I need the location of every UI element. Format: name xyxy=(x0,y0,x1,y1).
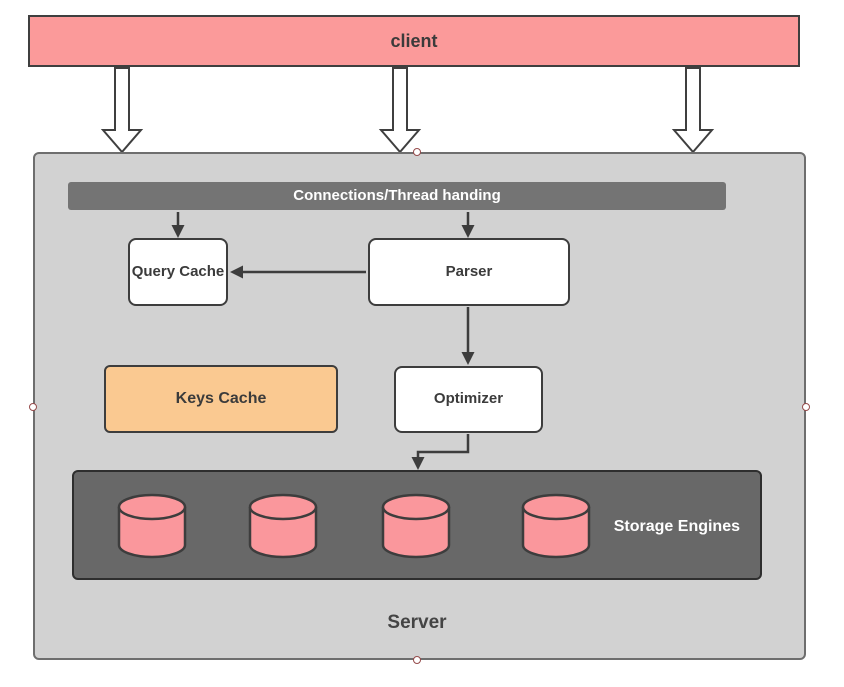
client-to-server-arrows xyxy=(100,67,715,154)
selection-handle-bottom[interactable] xyxy=(413,656,421,664)
client-node[interactable]: client xyxy=(28,15,800,67)
storage-engines-node[interactable]: Storage Engines xyxy=(72,470,762,580)
connections-thread-label: Connections/Thread handing xyxy=(293,186,501,204)
parser-node[interactable]: Parser xyxy=(368,238,570,306)
query-cache-label: Query Cache xyxy=(131,262,225,280)
down-arrow-icon[interactable] xyxy=(378,67,422,154)
down-arrow-icon[interactable] xyxy=(100,67,144,154)
storage-engines-label: Storage Engines xyxy=(613,518,740,535)
selection-handle-right[interactable] xyxy=(802,403,810,411)
selection-handle-top[interactable] xyxy=(413,148,421,156)
server-label: Server xyxy=(387,612,447,633)
parser-label: Parser xyxy=(445,262,493,280)
database-cylinder-icon xyxy=(381,493,451,559)
optimizer-label: Optimizer xyxy=(433,390,504,408)
keys-cache-node[interactable]: Keys Cache xyxy=(104,365,338,433)
selection-handle-left[interactable] xyxy=(29,403,37,411)
down-arrow-icon[interactable] xyxy=(671,67,715,154)
connections-thread-bar[interactable]: Connections/Thread handing xyxy=(68,182,726,210)
database-cylinders xyxy=(117,493,591,559)
database-cylinder-icon xyxy=(117,493,187,559)
database-cylinder-icon xyxy=(521,493,591,559)
query-cache-node[interactable]: Query Cache xyxy=(128,238,228,306)
database-cylinder-icon xyxy=(248,493,318,559)
optimizer-node[interactable]: Optimizer xyxy=(394,366,543,433)
client-label: client xyxy=(390,30,438,51)
keys-cache-label: Keys Cache xyxy=(175,390,267,407)
